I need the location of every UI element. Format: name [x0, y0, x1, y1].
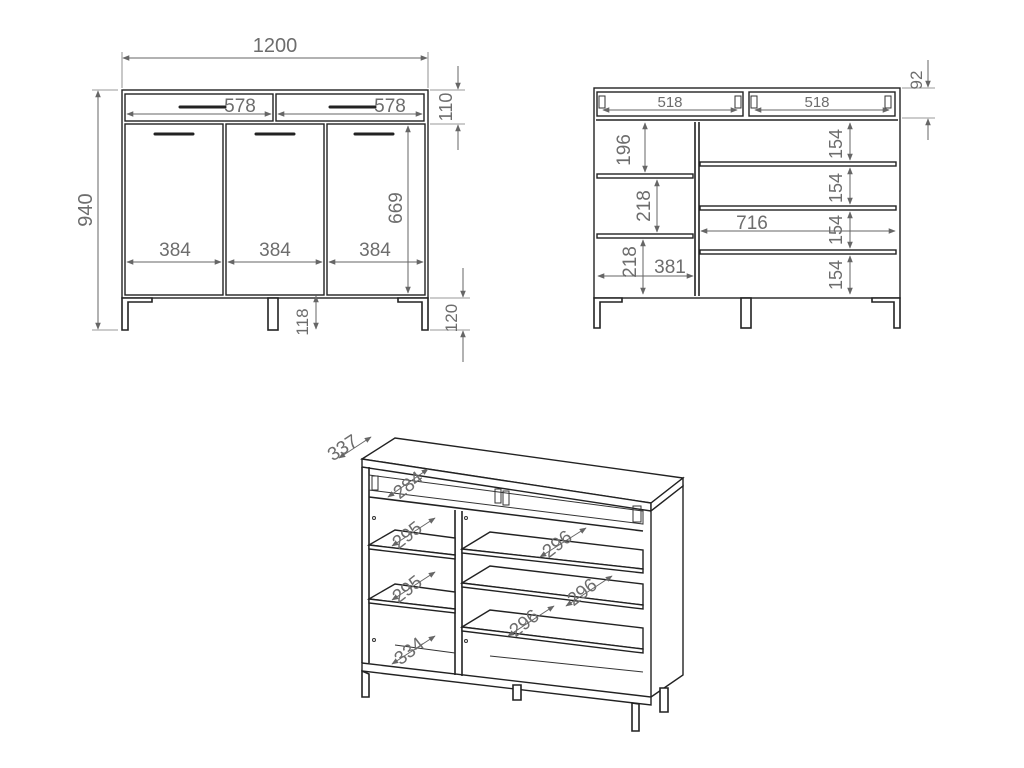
dim-side-leg-height: 120 — [442, 304, 461, 332]
dim-persp-depth: 337 — [324, 431, 362, 466]
dim-door-1-width: 384 — [159, 240, 191, 261]
front-leg-center — [267, 297, 279, 331]
dim-door-3-width: 384 — [359, 240, 391, 261]
dim-right-shelf-1: 154 — [826, 129, 846, 159]
dim-top-thickness: 92 — [907, 71, 926, 90]
dim-persp-left-bottom: 334 — [391, 633, 429, 669]
persp-right-side — [650, 484, 684, 699]
front-leg-right — [397, 297, 429, 331]
dim-right-shelf-4: 154 — [826, 260, 846, 290]
dim-drawer-inner-left: 518 — [657, 94, 682, 111]
door-2 — [225, 123, 325, 296]
dim-left-shelf-3: 218 — [620, 246, 641, 278]
dim-right-compartment-width: 716 — [736, 213, 768, 234]
front-leg-left — [121, 297, 153, 331]
dim-drawer-inner-right: 518 — [804, 94, 829, 111]
dim-left-shelf-1: 196 — [614, 134, 635, 166]
dim-drawer-left-width: 578 — [224, 96, 256, 117]
door-3 — [326, 123, 426, 296]
dim-door-height: 669 — [386, 192, 407, 224]
dim-left-shelf-2: 218 — [634, 190, 655, 222]
dim-overall-height: 940 — [75, 193, 97, 226]
dim-right-shelf-3: 154 — [826, 215, 846, 245]
dim-door-2-width: 384 — [259, 240, 291, 261]
dim-drawer-height: 110 — [436, 93, 456, 122]
interior-view: 92 518 518 196 218 218 381 716 154 154 1… — [593, 60, 935, 329]
dim-left-compartment-width: 381 — [654, 257, 686, 278]
front-view: 1200 940 578 578 110 669 384 384 384 118 — [75, 35, 470, 362]
perspective-view: 337 284 295 295 334 296 296 296 — [324, 431, 685, 732]
dim-center-leg-height: 118 — [293, 308, 312, 335]
door-1 — [124, 123, 224, 296]
dim-right-shelf-2: 154 — [826, 173, 846, 203]
dim-overall-width: 1200 — [253, 35, 298, 57]
dim-drawer-right-width: 578 — [374, 96, 406, 117]
